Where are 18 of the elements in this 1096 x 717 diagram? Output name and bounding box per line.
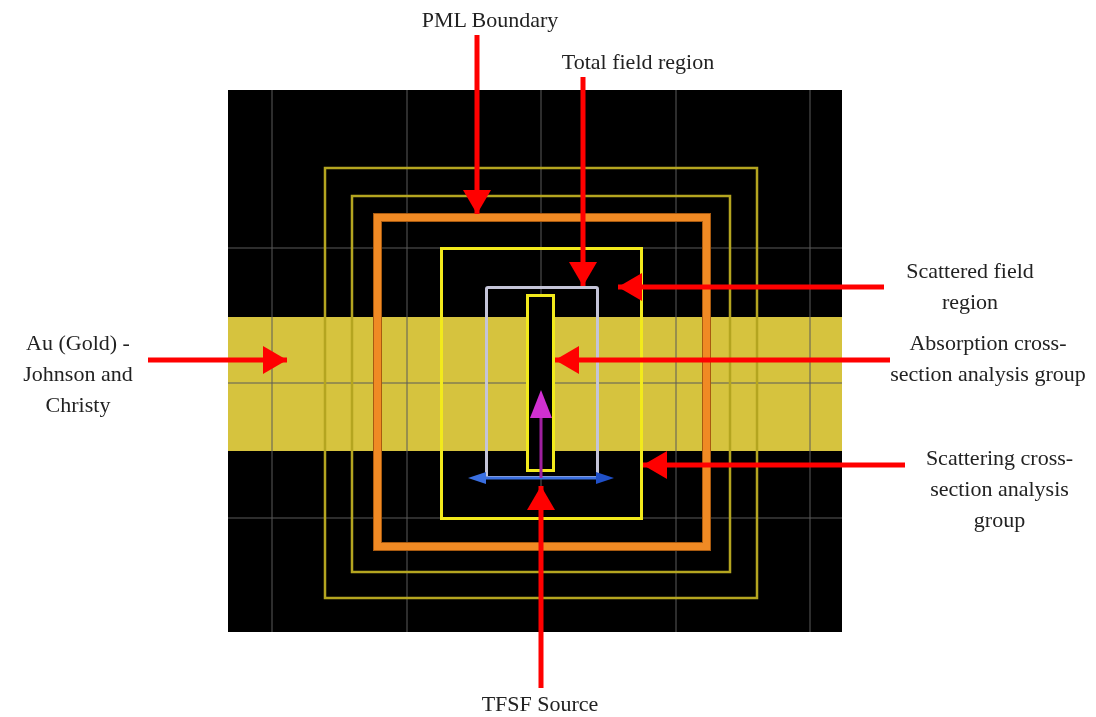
leader-arrow xyxy=(463,35,491,214)
region-outline xyxy=(440,247,643,520)
leader-arrow xyxy=(643,451,905,479)
callout-label: Scattered field region xyxy=(884,255,1056,317)
leader-arrow xyxy=(569,77,597,286)
callout-label: Au (Gold) - Johnson and Christy xyxy=(8,327,148,420)
leader-arrow xyxy=(555,346,890,374)
region-outline xyxy=(485,286,599,479)
region-outline xyxy=(526,294,555,472)
callout-label: TFSF Source xyxy=(440,688,640,717)
leader-arrow xyxy=(618,273,884,301)
leader-arrow xyxy=(527,486,555,688)
callout-label: Total field region xyxy=(540,46,736,77)
callout-label: PML Boundary xyxy=(395,4,585,35)
callout-label: Scattering cross-section analysis group xyxy=(905,442,1094,535)
leader-arrow xyxy=(148,346,287,374)
callout-label: Absorption cross-section analysis group xyxy=(890,327,1086,389)
region-outline xyxy=(374,214,710,550)
